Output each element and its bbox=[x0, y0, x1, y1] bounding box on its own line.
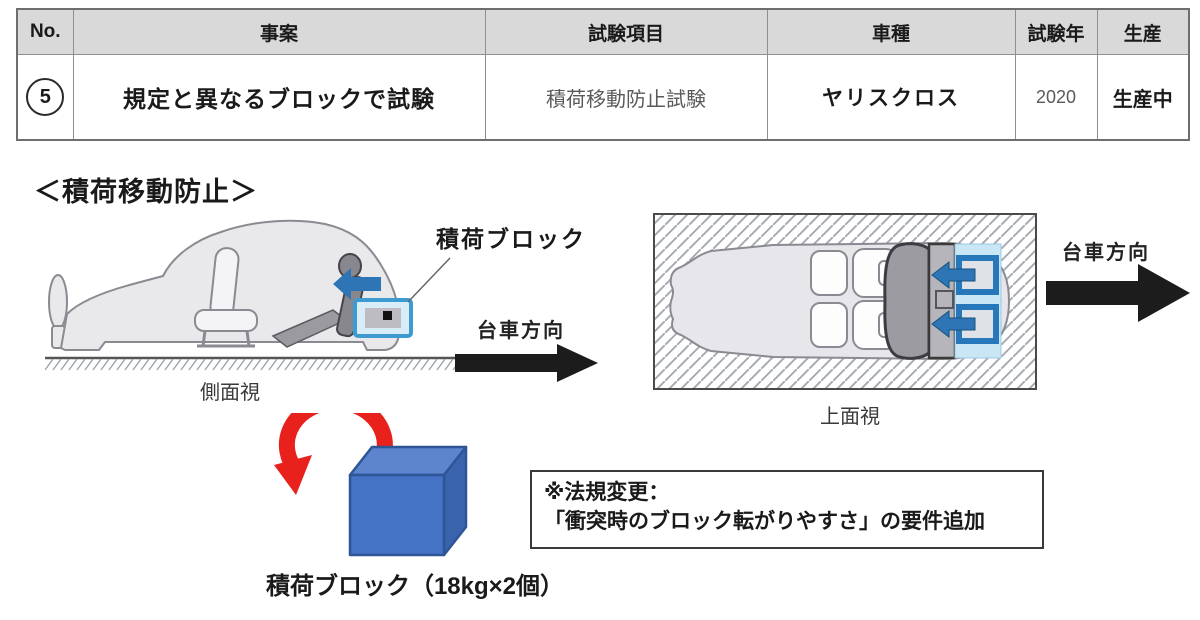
cell-model: ヤリスクロス bbox=[766, 54, 1016, 141]
dolly-direction-arrow-right-icon bbox=[1046, 264, 1190, 322]
col-header-production: 生産 bbox=[1096, 8, 1190, 55]
test-case-table: No. 事案 試験項目 車種 試験年 生産 5 規定と異なるブロックで試験 積荷… bbox=[16, 8, 1190, 141]
table-row: 5 規定と異なるブロックで試験 積荷移動防止試験 ヤリスクロス 2020 生産中 bbox=[16, 54, 1190, 141]
col-header-no: No. bbox=[16, 8, 74, 55]
impact-arrow-left-icon bbox=[333, 268, 381, 300]
top-view-label: 上面視 bbox=[820, 406, 880, 428]
block-arrows-icon bbox=[931, 260, 976, 339]
ground-hatch bbox=[45, 356, 462, 371]
side-view-label: 側面視 bbox=[200, 382, 260, 404]
cell-case: 規定と異なるブロックで試験 bbox=[72, 54, 486, 141]
dolly-direction-label-right: 台車方向 bbox=[1062, 242, 1150, 264]
cargo-block-cube-icon bbox=[348, 445, 468, 557]
col-header-model: 車種 bbox=[766, 8, 1016, 55]
cell-production: 生産中 bbox=[1096, 54, 1190, 141]
side-view-diagram bbox=[45, 219, 462, 371]
cargo-area-top bbox=[927, 242, 1002, 360]
rear-seatback-side-icon bbox=[336, 253, 365, 338]
note-line2: 「衝突時のブロック転がりやすさ」の要件追加 bbox=[544, 510, 985, 534]
dolly-direction-arrow-left-icon bbox=[455, 344, 598, 382]
cell-no: 5 bbox=[16, 54, 74, 141]
cargo-block-cube-figure bbox=[274, 413, 468, 557]
cube-caption: 積荷ブロック（18kg×2個） bbox=[265, 573, 565, 600]
top-view-diagram bbox=[653, 213, 1037, 390]
note-line1: ※法規変更： bbox=[544, 481, 670, 504]
table-header-row: No. 事案 試験項目 車種 試験年 生産 bbox=[16, 8, 1190, 55]
callout-line bbox=[407, 257, 451, 303]
cell-test-year: 2020 bbox=[1014, 54, 1098, 141]
cargo-block-callout: 積荷ブロック bbox=[436, 226, 586, 252]
rear-seatback-top-icon bbox=[883, 242, 931, 360]
regulation-note-box: ※法規変更： 「衝突時のブロック転がりやすさ」の要件追加 bbox=[530, 470, 1044, 549]
col-header-test-item: 試験項目 bbox=[484, 8, 768, 55]
cargo-block-side-icon bbox=[353, 298, 413, 338]
section-title: ＜積荷移動防止＞ bbox=[34, 177, 258, 207]
dolly-direction-label-left: 台車方向 bbox=[477, 320, 565, 342]
front-seat-side-icon bbox=[194, 247, 258, 348]
col-header-case: 事案 bbox=[72, 8, 486, 55]
cell-test-item: 積荷移動防止試験 bbox=[484, 54, 768, 141]
rotation-arrow-icon bbox=[274, 413, 393, 495]
col-header-test-year: 試験年 bbox=[1014, 8, 1098, 55]
circled-number-badge: 5 bbox=[26, 78, 65, 116]
